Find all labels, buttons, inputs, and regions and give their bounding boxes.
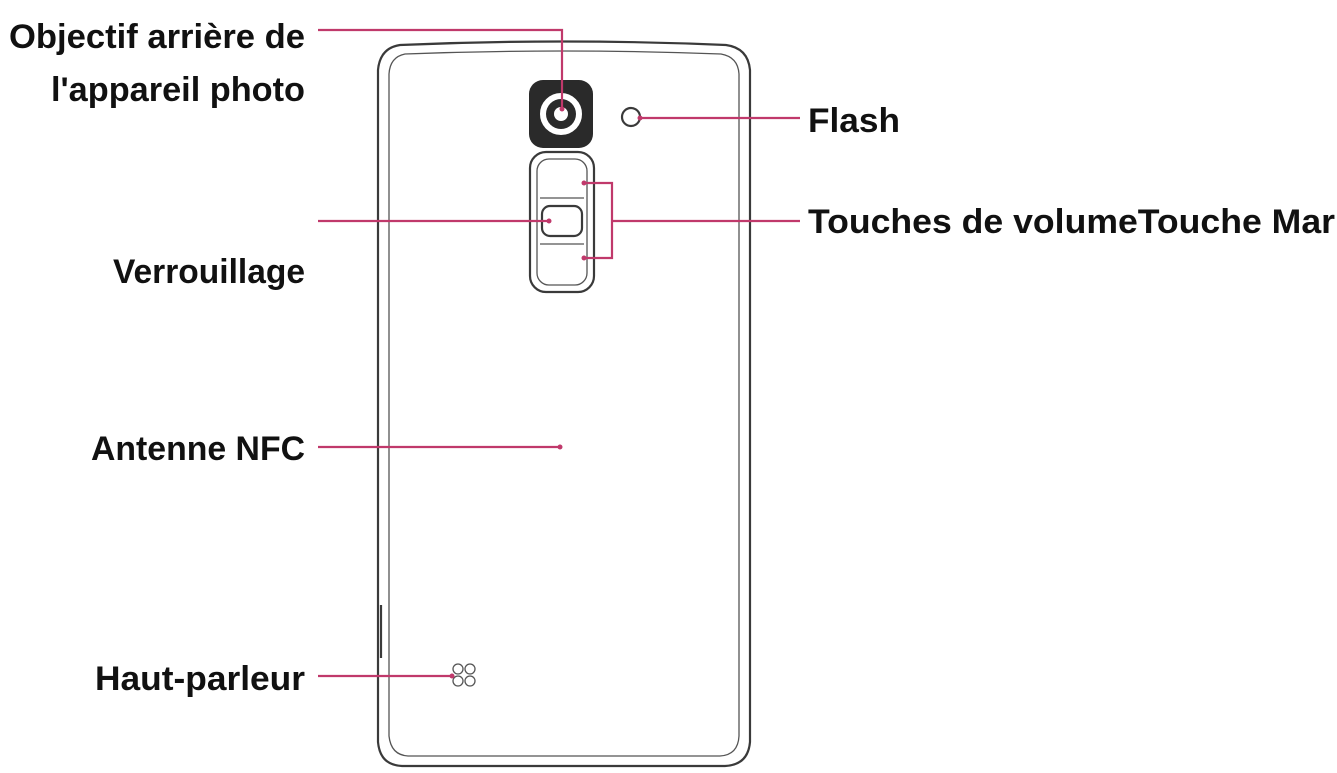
speaker-icon — [452, 663, 476, 687]
leader-camera — [318, 28, 564, 108]
label-nfc: Antenne NFC — [91, 430, 305, 468]
camera-lens-center — [554, 107, 568, 121]
labels: Objectif arrière de l'appareil photo Fla… — [9, 18, 1335, 698]
label-speaker: Haut-parleur — [95, 660, 305, 698]
label-lock: Verrouillage — [113, 253, 305, 291]
label-rear-camera-line2: l'appareil photo — [51, 71, 305, 109]
phone-body — [376, 40, 752, 768]
flash-icon — [620, 106, 642, 128]
leader-lines — [318, 28, 800, 679]
label-rear-camera-line1: Objectif arrière de — [9, 18, 305, 56]
label-flash: Flash — [808, 102, 900, 140]
label-volume-keys: Touches de volumeTouche Mar — [808, 203, 1335, 241]
leader-volume-bracket — [584, 181, 614, 260]
